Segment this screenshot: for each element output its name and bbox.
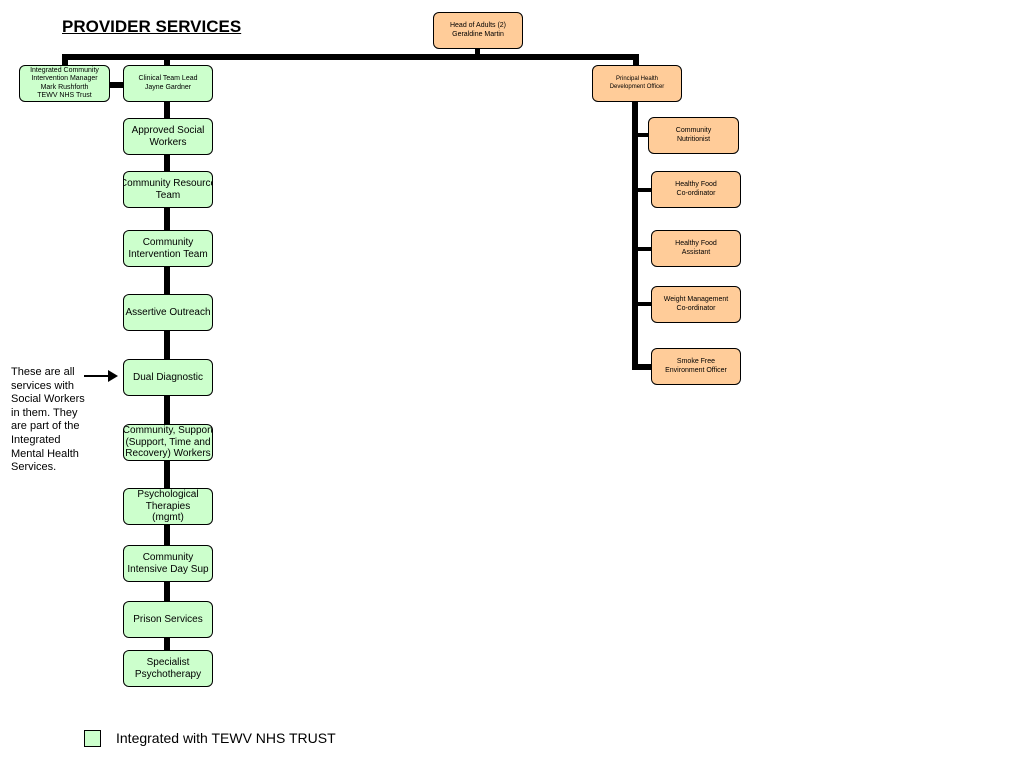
icim-line: TEWV NHS Trust (37, 91, 92, 99)
role-label: Community (675, 127, 712, 135)
phdo-drop (633, 54, 639, 68)
right-branch (632, 364, 652, 370)
service-label: (Support, Time and (125, 436, 211, 448)
service-label: Psychotherapy (134, 668, 202, 680)
head-name: Geraldine Martin (452, 30, 504, 38)
service-label: Community (142, 236, 194, 248)
phdo-line: Development Officer (609, 83, 665, 90)
right-branch (632, 302, 652, 306)
clinical-lead-name: Jayne Gardner (144, 83, 192, 91)
service-label: Therapies (145, 500, 191, 512)
service-label: Community (142, 551, 194, 563)
right-branch (632, 133, 650, 137)
service-label: Assertive Outreach (125, 306, 211, 318)
head-of-adults-box: Head of Adults (2)Geraldine Martin (433, 12, 523, 49)
icim-line: Mark Rushforth (40, 83, 89, 91)
dual-diagnostic-box: Dual Diagnostic (123, 359, 213, 396)
role-label: Co-ordinator (676, 189, 716, 197)
service-label: Specialist (146, 656, 190, 668)
icim-line: Intervention Manager (31, 75, 98, 83)
service-label: (mgmt) (152, 512, 184, 524)
arrow-right-icon (84, 370, 118, 382)
legend-label: Integrated with TEWV NHS TRUST (116, 730, 336, 746)
service-label: Psychological (137, 489, 199, 501)
service-label: Approved Social (131, 124, 205, 136)
service-label: Team (155, 189, 181, 201)
right-spine (632, 100, 638, 370)
role-label: Assistant (681, 248, 711, 256)
head-connector (475, 48, 480, 58)
service-label: Community Resource (123, 177, 213, 189)
service-box: Prison Services (123, 601, 213, 638)
icim-line: Integrated Community (30, 67, 99, 75)
role-label: Co-ordinator (676, 304, 716, 312)
role-label: Nutritionist (676, 135, 711, 143)
right-branch (632, 188, 652, 192)
role-label: Weight Management (663, 296, 729, 304)
role-label: Healthy Food (675, 240, 717, 248)
annotation-note: These are all services with Social Worke… (11, 366, 85, 474)
phdo-line: Principal Health (615, 76, 659, 83)
icim-link (109, 82, 124, 88)
service-label: Recovery) Workers (125, 448, 211, 460)
clinical-drop (164, 58, 170, 68)
service-label: Community, Support (123, 425, 213, 437)
legend-swatch (84, 730, 101, 747)
left-stub (62, 54, 68, 68)
service-label: Workers (149, 136, 187, 148)
top-connector (62, 54, 639, 60)
role-label: Healthy Food (675, 181, 717, 189)
right-branch (632, 247, 652, 251)
service-label: Prison Services (133, 613, 203, 625)
service-box: Assertive Outreach (123, 294, 213, 331)
role-label: Smoke Free (676, 358, 716, 366)
service-label: Intervention Team (128, 248, 208, 260)
intervention-manager-box: Integrated Community Intervention Manage… (19, 65, 110, 102)
role-label: Environment Officer (665, 366, 727, 374)
clinical-lead-title: Clinical Team Lead (138, 75, 198, 83)
service-label: Dual Diagnostic (132, 371, 204, 383)
page-title: PROVIDER SERVICES (62, 17, 242, 36)
head-title: Head of Adults (2) (449, 22, 507, 30)
service-label: Intensive Day Sup (127, 563, 209, 575)
